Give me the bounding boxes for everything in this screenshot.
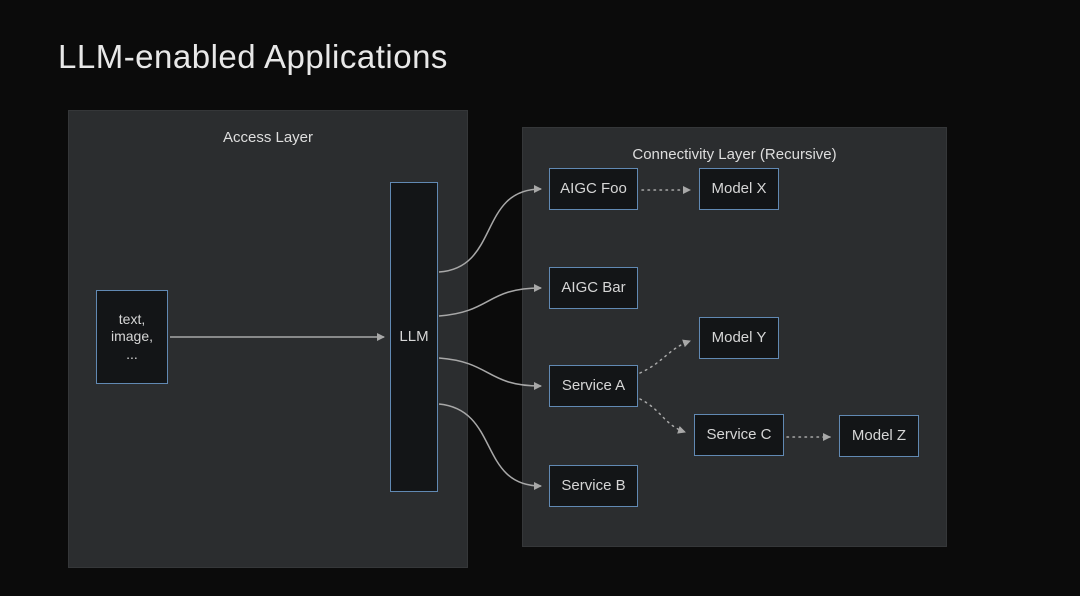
page-title: LLM-enabled Applications (58, 38, 448, 75)
node-input-text-image: text, image, ... (96, 290, 168, 384)
node-aigc-foo: AIGC Foo (549, 168, 638, 210)
node-aigc-bar: AIGC Bar (549, 267, 638, 309)
node-model-y: Model Y (699, 317, 779, 359)
node-model-z: Model Z (839, 415, 919, 457)
access-layer-label: Access Layer (222, 129, 314, 146)
node-service-a: Service A (549, 365, 638, 407)
node-model-x: Model X (699, 168, 779, 210)
node-service-c: Service C (694, 414, 784, 456)
node-service-b: Service B (549, 465, 638, 507)
connectivity-layer-label: Connectivity Layer (Recursive) (632, 146, 837, 163)
node-llm: LLM (390, 182, 438, 492)
